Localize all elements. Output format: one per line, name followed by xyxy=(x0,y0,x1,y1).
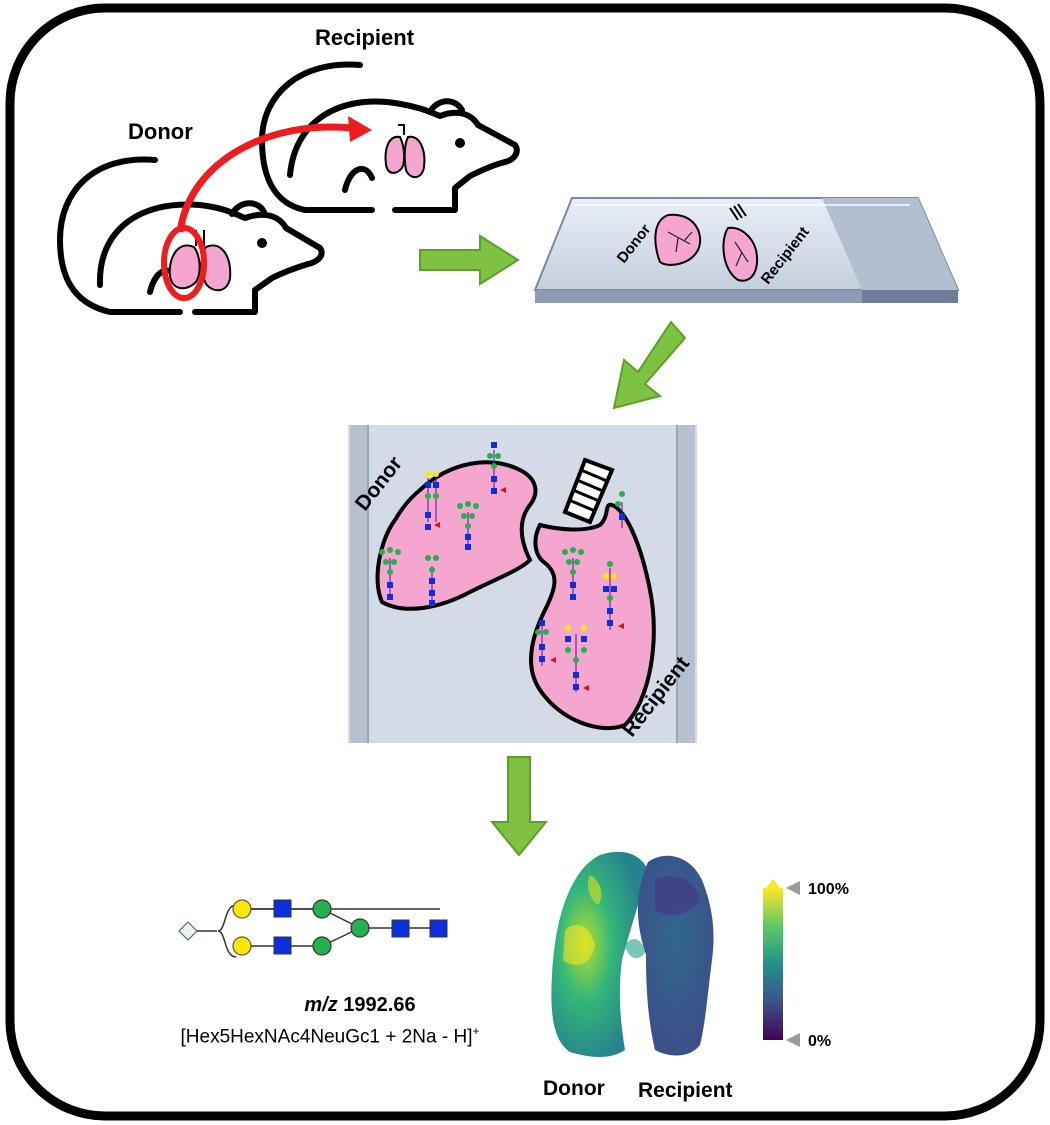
mz-prefix: m/z xyxy=(304,994,338,1016)
intensity-colorbar xyxy=(763,879,800,1047)
arrow-to-slide xyxy=(419,234,520,286)
arrow-to-zoom xyxy=(612,320,687,410)
glycan-structure-diagram xyxy=(178,899,448,958)
colorbar-max-marker xyxy=(766,879,780,888)
transplant-arrow xyxy=(176,123,353,233)
zoom-recipient-lobe xyxy=(528,502,656,731)
glcnac-icon xyxy=(391,919,410,938)
colorbar-min-label: 0% xyxy=(808,1033,832,1050)
recipient-mouse-icon xyxy=(259,61,520,213)
glcnac-icon xyxy=(273,899,292,918)
donor-lungs-icon xyxy=(168,230,232,292)
glcnac-icon xyxy=(429,919,448,938)
mannose-icon xyxy=(350,918,370,938)
galactose-icon xyxy=(232,936,252,956)
glycan-mz-label: m/z 1992.66 xyxy=(190,994,530,1017)
slide-donor-lung-icon xyxy=(654,213,702,266)
glcnac-icon xyxy=(273,936,292,955)
label-donor-mouse: Donor xyxy=(128,119,193,144)
glycan-formula: [Hex5HexNAc4NeuGc1 + 2Na - H]+ xyxy=(130,1024,530,1048)
glycan-charge: + xyxy=(472,1024,480,1038)
recipient-mouse-eye xyxy=(455,138,465,148)
label-recipient-mouse: Recipient xyxy=(315,25,415,50)
donor-mouse-icon xyxy=(57,156,325,315)
ion-label-donor: Donor xyxy=(543,1077,605,1100)
mannose-icon xyxy=(312,936,332,956)
colorbar-max-pointer-icon xyxy=(786,881,800,895)
arrow-to-ion-image xyxy=(489,756,549,857)
ion-image-donor-lobe xyxy=(551,851,648,1057)
zoom-donor-lobe xyxy=(375,460,538,611)
ion-image xyxy=(551,851,714,1057)
recipient-lung-icon xyxy=(384,124,426,179)
mz-value: 1992.66 xyxy=(343,994,416,1016)
neugc-diamond-icon xyxy=(178,921,198,941)
slide-recipient-lung-icon xyxy=(722,203,758,282)
galactose-icon xyxy=(232,899,252,919)
ion-label-recipient: Recipient xyxy=(638,1079,733,1102)
colorbar-min-pointer-icon xyxy=(786,1033,800,1047)
zoom-glycan-structures xyxy=(379,442,625,692)
mannose-icon xyxy=(312,899,332,919)
donor-mouse-eye xyxy=(257,238,267,248)
zoom-trachea-icon xyxy=(562,457,615,525)
outer-frame xyxy=(5,3,1045,1121)
colorbar-max-label: 100% xyxy=(808,881,849,898)
glycan-formula-text: [Hex5HexNAc4NeuGc1 + 2Na - H] xyxy=(180,1026,473,1048)
transplant-arrow-head xyxy=(348,116,372,142)
